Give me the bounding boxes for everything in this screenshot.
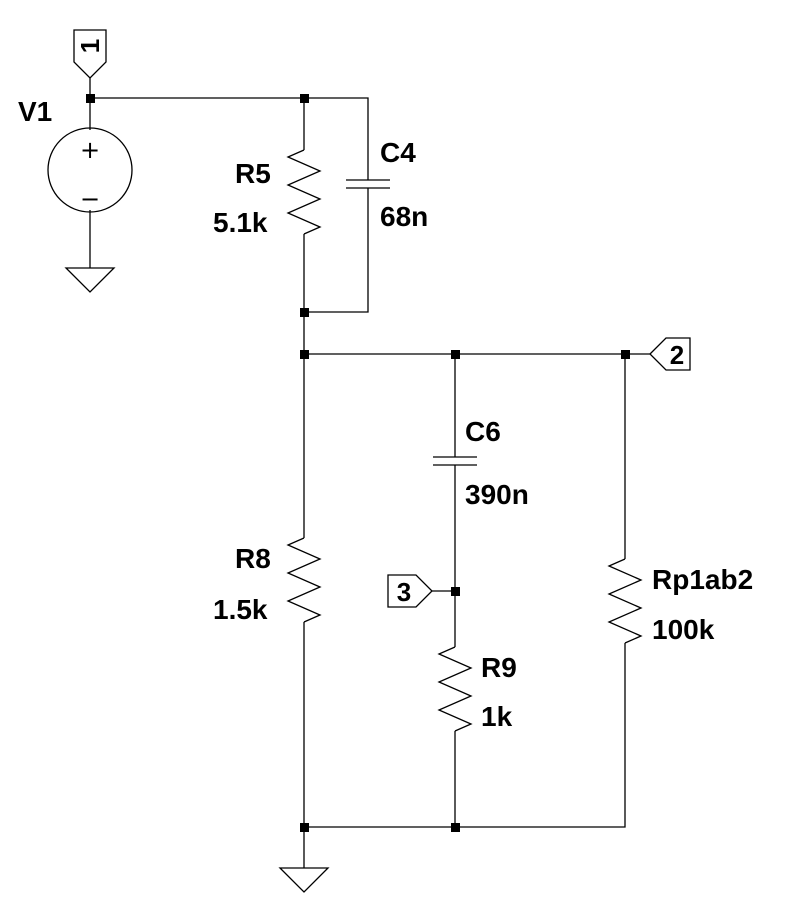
port-1-label: 1 (75, 39, 105, 53)
capacitor-c6[interactable]: C6 390n (433, 416, 529, 510)
resistor-r8[interactable]: R8 1.5k (213, 537, 322, 625)
rp1ab2-zigzag (607, 558, 643, 644)
r5-value: 5.1k (213, 207, 268, 238)
r8-value: 1.5k (213, 594, 268, 625)
rp1ab2-value: 100k (652, 614, 715, 645)
wire-rp-bottom (304, 643, 626, 828)
node-bottom-left (300, 823, 309, 832)
r5-zigzag (286, 149, 322, 235)
voltage-source-v1[interactable]: + − V1 (18, 96, 133, 213)
port-2-shape (649, 337, 691, 371)
wire-top-rail (90, 97, 369, 180)
resistor-rp1ab2[interactable]: Rp1ab2 100k (607, 558, 753, 645)
port-flag-2[interactable]: 2 (649, 337, 691, 371)
node-v1-top (86, 94, 95, 103)
node-mid-left (300, 350, 309, 359)
source-circle (47, 127, 133, 213)
ground-v1-icon (64, 267, 116, 293)
rp1ab2-name: Rp1ab2 (652, 564, 753, 595)
port-flag-1[interactable]: 1 (73, 29, 107, 79)
port-2-label: 2 (670, 340, 684, 370)
ground-main-icon (278, 867, 330, 893)
node-mid-right (621, 350, 630, 359)
port-flag-3[interactable]: 3 (387, 574, 433, 608)
resistor-r5[interactable]: R5 5.1k (213, 149, 322, 238)
r8-name: R8 (235, 543, 271, 574)
r5-name: R5 (235, 158, 271, 189)
node-mid-center (451, 350, 460, 359)
port-3-shape (387, 574, 433, 608)
c4-name: C4 (380, 137, 416, 168)
node-port3 (451, 587, 460, 596)
c6-name: C6 (465, 416, 501, 447)
wires (89, 78, 650, 868)
port-3-label: 3 (397, 577, 411, 607)
c4-value: 68n (380, 201, 428, 232)
resistor-r9[interactable]: R9 1k (437, 646, 517, 732)
v1-label: V1 (18, 96, 52, 127)
r8-zigzag (286, 537, 322, 623)
node-r5-bottom (300, 308, 309, 317)
r9-zigzag (437, 646, 473, 732)
minus-sign: − (80, 185, 100, 213)
plus-sign: + (80, 136, 100, 164)
nodes (86, 94, 630, 832)
port-1-shape (73, 29, 107, 79)
node-bottom-center (451, 823, 460, 832)
c6-value: 390n (465, 479, 529, 510)
capacitor-c4[interactable]: C4 68n (346, 137, 428, 232)
r9-name: R9 (481, 652, 517, 683)
r9-value: 1k (481, 701, 513, 732)
wire-c4-bottom (304, 188, 369, 313)
node-r5-top (300, 94, 309, 103)
